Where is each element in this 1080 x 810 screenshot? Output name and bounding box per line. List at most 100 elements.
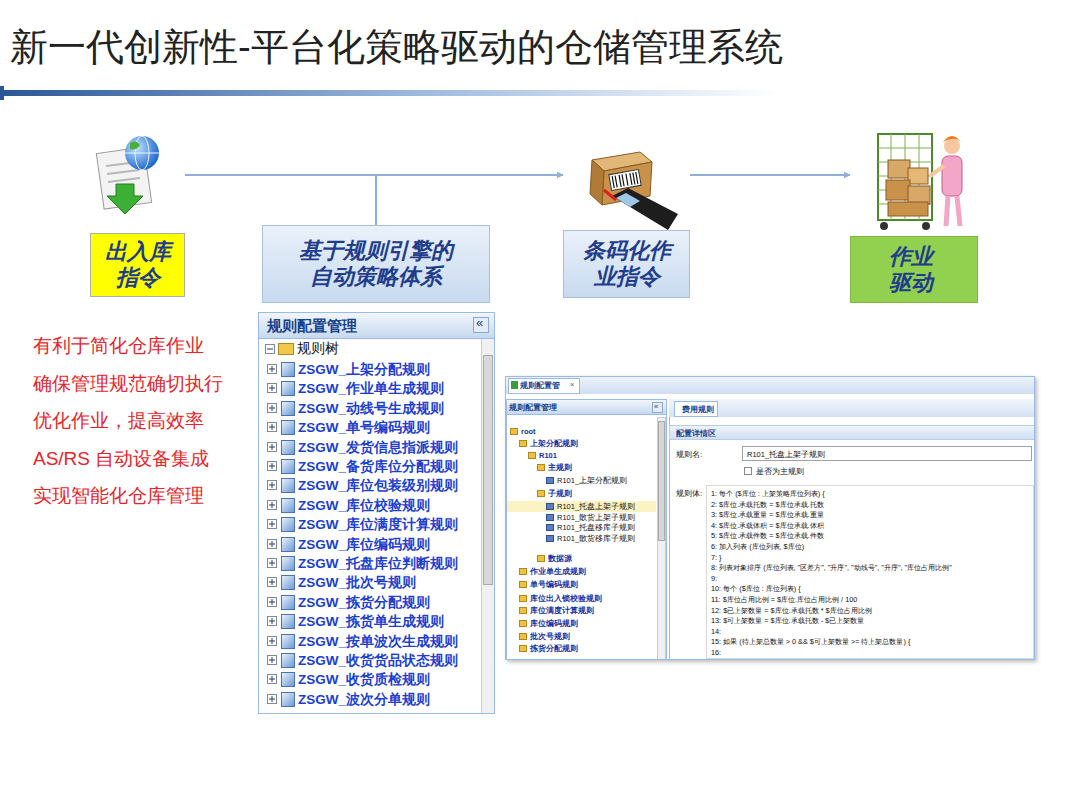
trolley-worker-icon: [944, 138, 960, 154]
tree-item: R101_散货移库子规则: [557, 534, 635, 543]
flow-step: 作业驱动: [850, 130, 978, 303]
rule-icon: [281, 362, 295, 377]
rule-icon: [281, 634, 295, 649]
rule-name: ZSGW_库位包装级别规则: [298, 476, 458, 495]
tree-root: 规则树: [297, 340, 339, 358]
tree-item: 库位满度计算规则: [530, 606, 594, 615]
rule-name: ZSGW_库位满度计算规则: [298, 515, 458, 534]
expand-toggle: [267, 480, 277, 490]
step-label: 基于规则引擎的自动策略体系: [296, 238, 456, 290]
tree-item: 批次号规则: [530, 632, 570, 641]
expand-toggle: [268, 520, 277, 529]
trolley-worker-icon: [878, 134, 962, 230]
field-label: 规则体:: [676, 489, 702, 498]
barcode-scanner-icon: [612, 176, 614, 188]
barcode-scanner-icon: [612, 188, 678, 230]
flow-step: 基于规则引擎的自动策略体系: [262, 225, 490, 303]
panel-title: 规则配置管理: [267, 317, 357, 336]
expand-toggle: [267, 655, 277, 665]
scrollbar-thumb: [483, 355, 493, 585]
code-line: 1: 每个 ($库位 : 上架策略库位列表) {: [711, 489, 825, 498]
folder-icon: [537, 555, 545, 562]
expand-toggle: [272, 521, 273, 527]
document-globe-icon: [108, 178, 140, 182]
code-line: 16:: [711, 648, 721, 657]
rule-name: ZSGW_单号编码规则: [298, 418, 430, 437]
barcode-scanner-icon: [622, 174, 624, 186]
expand-toggle: [272, 657, 273, 663]
trolley-worker-icon: [957, 196, 960, 226]
benefit-text: 实现智能化仓库管理: [33, 477, 225, 515]
tab-title: 规则配置管: [520, 381, 560, 390]
rule-icon: [281, 692, 295, 707]
step-box: 作业驱动: [850, 236, 978, 303]
rule-name: ZSGW_上架分配规则: [298, 360, 430, 379]
tree-item: root: [521, 427, 536, 436]
expand-toggle: [268, 442, 277, 451]
tree-scroll-thumb: [658, 421, 665, 541]
detail-tab-bar: [669, 399, 1035, 417]
folder-icon: [510, 428, 518, 435]
trolley-worker-icon: [930, 166, 944, 176]
rule-icon: [281, 595, 295, 610]
expand-toggle: [272, 502, 273, 508]
tree-item: R101_托盘移库子规则: [557, 523, 635, 532]
code-line: 5: $库位.承载件数 = $库位承载.件数: [711, 531, 824, 540]
expand-toggle: [272, 366, 273, 372]
title-underline: [0, 90, 780, 96]
field-value: R101_托盘上架子规则: [747, 450, 825, 459]
code-line: 15: 如果 (待上架总数量 > 0 && $可上架数量 >= 待上架总数量) …: [711, 637, 910, 646]
barcode-scanner-icon: [590, 152, 678, 230]
barcode-scanner-icon: [604, 190, 616, 200]
document-globe-icon: [107, 184, 143, 214]
folder-icon: [278, 343, 294, 355]
step-box: 条码化作业指令: [563, 230, 690, 298]
rule-name: ZSGW_收货货品状态规则: [298, 651, 458, 670]
expand-toggle: [268, 384, 277, 393]
expand-toggle: [268, 636, 277, 645]
expand-toggle: [268, 656, 277, 665]
expand-toggle: [268, 578, 277, 587]
rule-icon: [281, 537, 295, 552]
expand-toggle: [268, 559, 277, 568]
tree-item: 主规则: [548, 463, 572, 472]
folder-icon: [519, 440, 527, 447]
screenshot-panel: 规则配置管×规则配置管理«root上架分配规则R101主规则R101_上架分配规…: [505, 376, 1035, 660]
tree-item: R101_散货上架子规则: [557, 513, 635, 522]
expand-toggle: [268, 365, 277, 374]
step-box: 基于规则引擎的自动策略体系: [262, 225, 490, 303]
trolley-worker-icon: [922, 222, 930, 230]
expand-toggle: [268, 423, 277, 432]
flow-step: 出入库指令: [90, 135, 185, 297]
rule-icon: [281, 575, 295, 590]
expand-toggle: [272, 599, 273, 605]
expand-toggle: [267, 349, 273, 350]
barcode-scanner-icon: [619, 175, 621, 187]
expand-toggle: [267, 558, 277, 568]
barcode-scanner-icon: [616, 193, 640, 207]
tree-item: 上架分配规则: [530, 439, 578, 448]
trolley-worker-icon: [943, 136, 961, 142]
checkbox: [744, 467, 752, 475]
barcode-scanner-icon: [633, 173, 635, 185]
expand-toggle: [267, 616, 277, 626]
expand-toggle: [267, 597, 277, 607]
trolley-worker-icon: [908, 186, 930, 204]
expand-toggle: [267, 442, 277, 452]
tree-item: R101: [539, 451, 557, 460]
collapse-symbol: «: [476, 315, 483, 330]
tree-title: 规则配置管理: [509, 403, 557, 412]
trolley-worker-icon: [942, 156, 962, 196]
folder-icon: [537, 490, 545, 497]
expand-toggle: [265, 344, 275, 354]
rule-icon: [546, 477, 554, 484]
code-line: 8: 列表对象排序 (库位列表, "区差方", "升序", "动线号", "升序…: [711, 563, 952, 572]
expand-toggle: [272, 541, 273, 547]
tree-item: 单号编码规则: [530, 580, 578, 589]
slide-title: 新一代创新性-平台化策略驱动的仓储管理系统: [10, 22, 783, 73]
code-line: 4: $库位.承载体积 = $库位承载.体积: [711, 521, 824, 530]
expand-toggle: [272, 560, 273, 566]
expand-toggle: [272, 579, 273, 585]
expand-toggle: [267, 422, 277, 432]
